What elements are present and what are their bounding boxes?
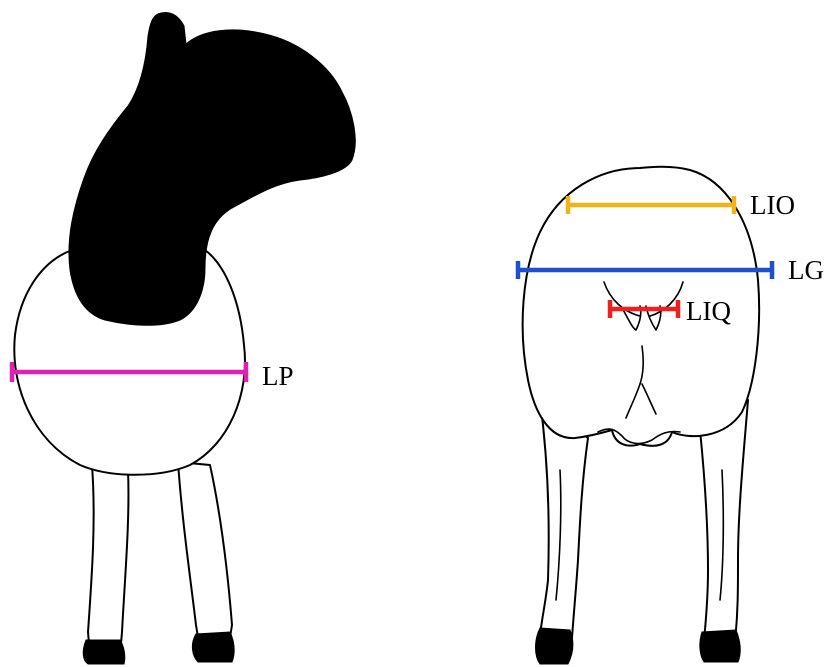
front-right-leg: [178, 462, 232, 650]
front-left-leg: [88, 465, 128, 655]
liq-label: LIQ: [686, 296, 731, 326]
lio-label: LIO: [750, 190, 795, 220]
sheep-back-view: [523, 167, 759, 664]
lp-label: LP: [262, 361, 294, 391]
sheep-front-view: [14, 13, 355, 665]
back-right-hoof: [700, 630, 740, 662]
front-right-hoof: [192, 632, 234, 662]
front-left-hoof: [83, 640, 125, 664]
back-left-hoof: [536, 628, 573, 664]
lg-label: LG: [788, 255, 824, 285]
